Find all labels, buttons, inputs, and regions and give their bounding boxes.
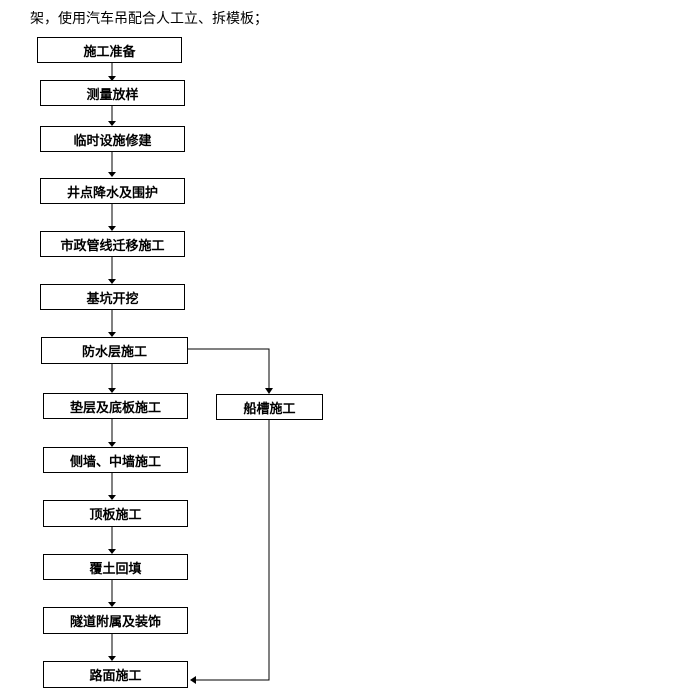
branch-arrow	[188, 348, 273, 394]
step-box-road-surface: 路面施工	[43, 661, 188, 688]
step-box-temporary-facilities: 临时设施修建	[40, 126, 185, 152]
step-box-survey-layout: 测量放样	[40, 80, 185, 106]
step-box-waterproofing: 防水层施工	[41, 337, 188, 364]
intro-paragraph: 架，使用汽车吊配合人工立、拆模板；	[30, 11, 268, 27]
step-box-boat-trough: 船槽施工	[216, 394, 323, 420]
step-box-cushion-floor-slab: 垫层及底板施工	[43, 393, 188, 419]
step-box-dewatering: 井点降水及围护	[40, 178, 185, 204]
step-box-roof-slab: 顶板施工	[43, 500, 188, 527]
step-box-pipeline-relocation: 市政管线迁移施工	[40, 231, 185, 257]
step-box-tunnel-auxiliary: 隧道附属及装饰	[43, 607, 188, 634]
step-box-backfill: 覆土回填	[43, 554, 188, 580]
return-arrow	[190, 420, 270, 684]
step-box-side-middle-walls: 侧墙、中墙施工	[43, 447, 188, 473]
step-box-excavation: 基坑开挖	[40, 284, 185, 310]
step-box-construction-prep: 施工准备	[37, 37, 182, 63]
main-flow-arrows	[108, 63, 116, 661]
